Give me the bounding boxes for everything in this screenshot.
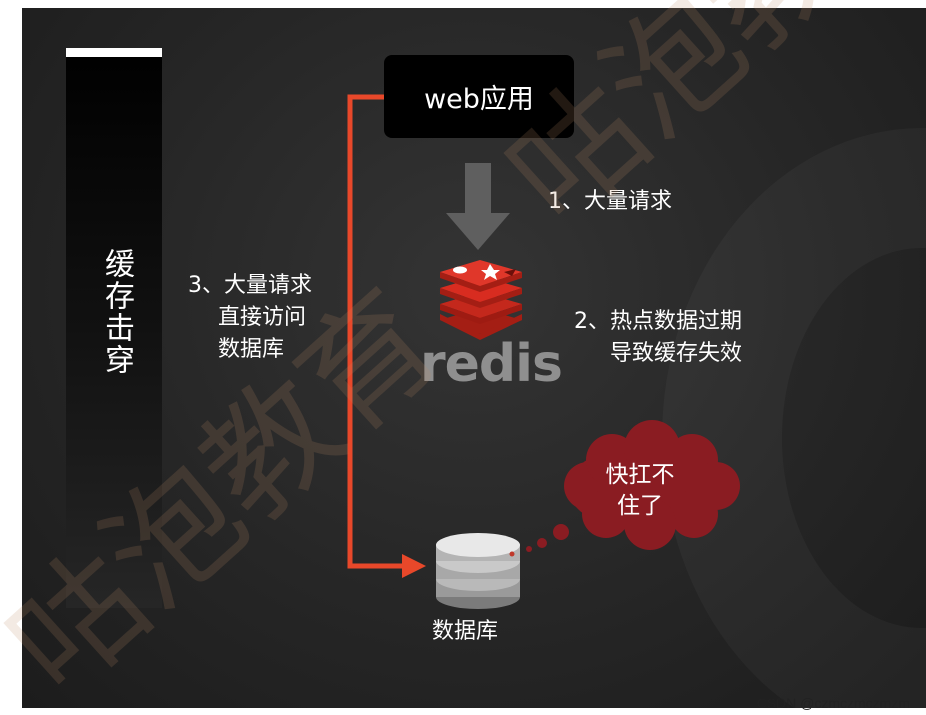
title-bar-accent <box>66 48 162 57</box>
step-3-line: 3、大量请求 <box>188 273 312 298</box>
diagram-title: 缓存击穿 <box>99 248 134 376</box>
thought-dot <box>553 524 569 540</box>
redis-logo-icon <box>440 260 522 340</box>
bubble-line: 快扛不 <box>605 462 675 488</box>
overload-cloud <box>564 420 740 550</box>
database-label: 数据库 <box>432 619 499 644</box>
step-3-line: 直接访问 <box>218 305 307 330</box>
step-2-line: 2、热点数据过期 <box>574 309 742 334</box>
request-arrow-shaft <box>465 163 491 217</box>
title-bar: 缓存击穿 <box>66 48 162 608</box>
web-app-label: web应用 <box>424 84 534 115</box>
thought-dot <box>537 538 547 548</box>
step-2-line: 导致缓存失效 <box>609 341 742 366</box>
redis-wordmark: redis <box>420 334 563 394</box>
bubble-line: 住了 <box>617 493 663 519</box>
thought-dot <box>526 546 532 552</box>
request-arrow-head <box>446 213 510 250</box>
step-2-text: 2、热点数据过期 导致缓存失效 <box>574 306 742 370</box>
step-1-text: 1、大量请求 <box>548 189 672 214</box>
flow-graphics <box>347 94 740 609</box>
database-icon <box>436 533 520 609</box>
overload-bubble-text: 快扛不 住了 <box>582 460 698 522</box>
step-3-line: 数据库 <box>218 337 285 362</box>
bypass-arrow <box>347 94 406 569</box>
diagram-slide: 缓存击穿 <box>22 8 926 708</box>
footer-credit: CSDN @czmczmczmzm <box>756 695 910 711</box>
bypass-arrowhead <box>402 554 426 578</box>
web-app-box: web应用 <box>384 55 574 138</box>
step-3-text: 3、大量请求 直接访问 数据库 <box>188 270 312 366</box>
